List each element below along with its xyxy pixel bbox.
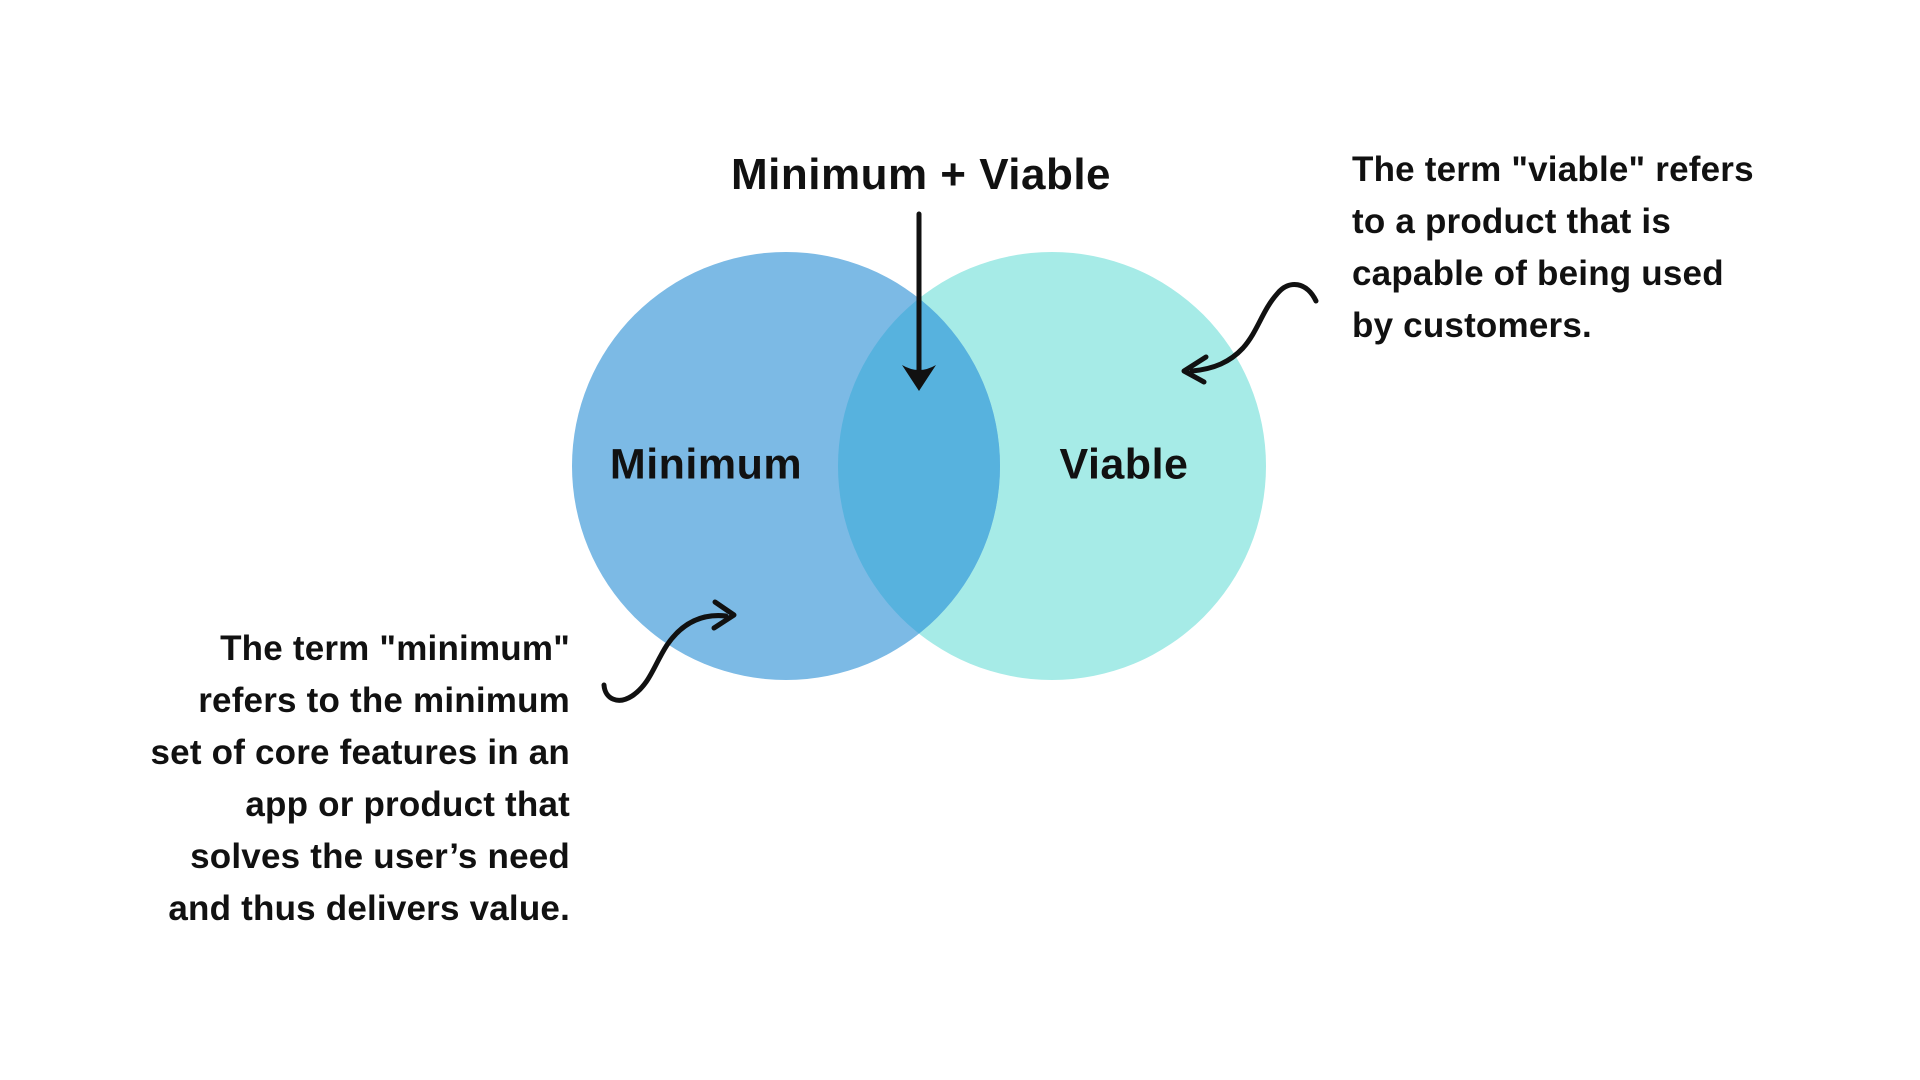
viable-label: Viable: [1059, 440, 1189, 489]
viable-note: The term "viable" refers to a product th…: [1352, 150, 1754, 345]
minimum-label: Minimum: [609, 440, 803, 489]
minimum-note: The term "minimum" refers to the minimum…: [150, 629, 570, 928]
arrowhead-right-icon: [711, 599, 737, 631]
curved-arrow-minimum: [601, 599, 737, 703]
straight-arrow-overlap: [902, 211, 936, 391]
arrowhead-down-icon: [902, 365, 936, 391]
page-title: Minimum + Viable: [730, 150, 1112, 199]
curved-arrow-viable: [1181, 282, 1319, 385]
overlap-region: [838, 252, 1000, 680]
arrowhead-left-icon: [1181, 354, 1209, 385]
